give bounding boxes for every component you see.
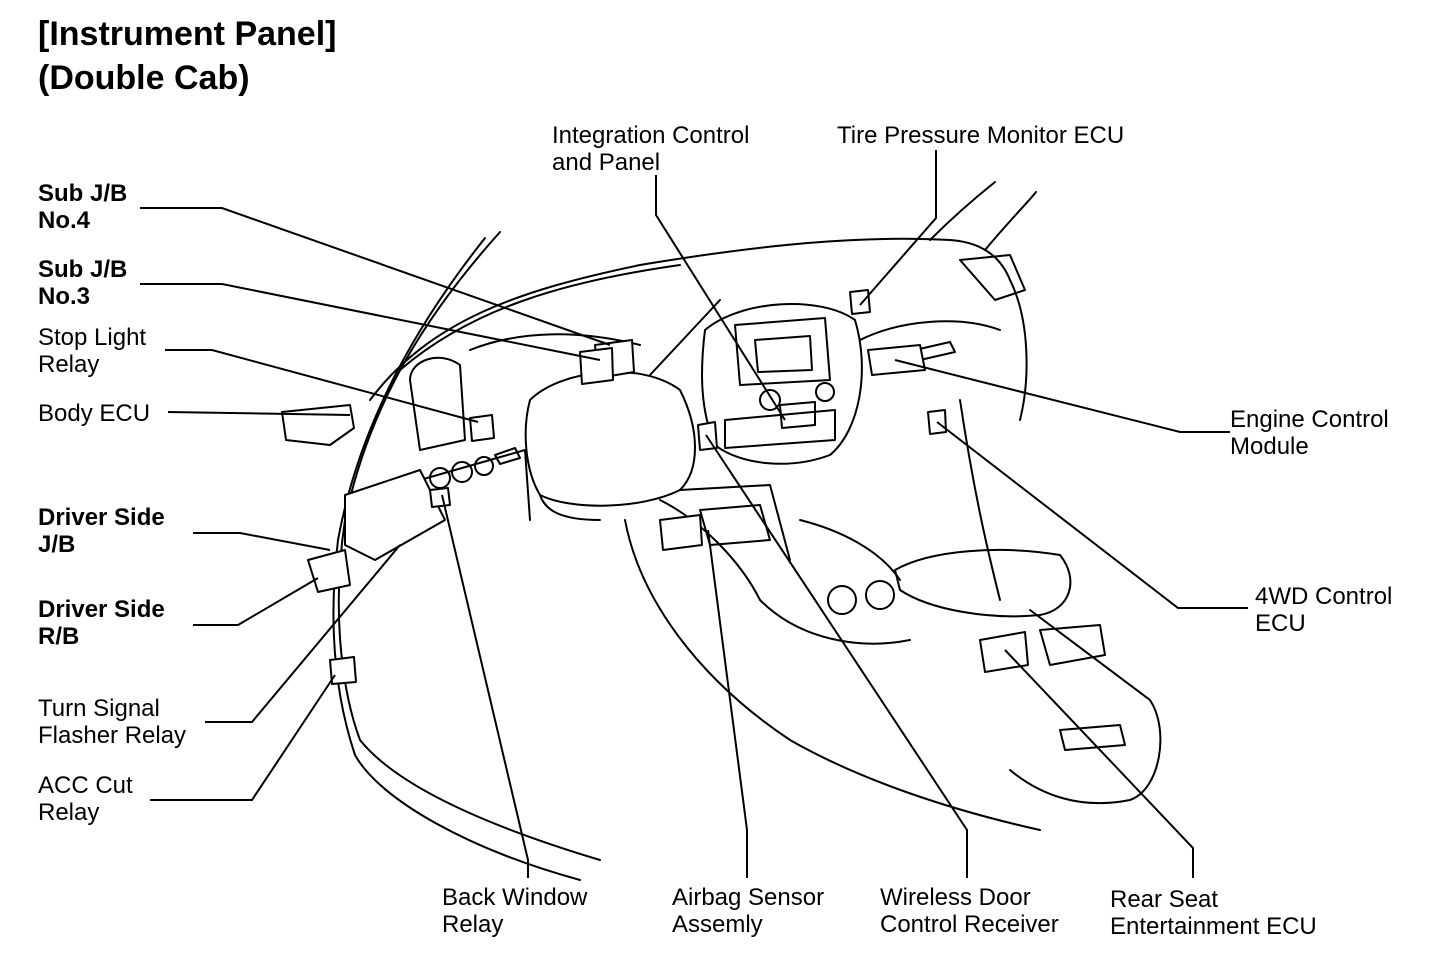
body-ecu-part: [281, 404, 355, 446]
leader-body-ecu: [167, 411, 351, 416]
driver-side-rb-part: [307, 549, 351, 593]
label-body-ecu: Body ECU: [38, 400, 151, 427]
driver-side-jb-part: [344, 469, 446, 561]
leader-driver-side-rb: [193, 577, 319, 626]
leader-wireless: [705, 434, 968, 878]
leader-integration: [655, 175, 786, 421]
sub-jb-no3-part: [579, 347, 614, 385]
steering-wheel: [524, 299, 721, 521]
dashboard-outline: [369, 181, 1037, 421]
component-parts: [281, 289, 1029, 685]
floor-console: [624, 399, 1162, 831]
leader-4wd: [936, 421, 1248, 609]
leader-tire-pressure: [859, 150, 937, 306]
a-pillar-outline: [332, 231, 601, 881]
stop-light-relay-part: [469, 414, 495, 442]
leader-driver-side-jb: [193, 532, 331, 551]
leader-turn-signal: [205, 544, 401, 723]
instrument-cluster: [409, 333, 641, 521]
leader-sub-jb-no4: [140, 207, 611, 346]
center-stack: [701, 302, 863, 465]
leader-airbag: [707, 529, 748, 878]
leader-rear-seat: [1004, 649, 1194, 878]
leader-lines: [140, 150, 1248, 878]
leader-back-window: [441, 494, 529, 878]
leader-stop-light-relay: [165, 349, 479, 423]
back-window-relay-part: [429, 487, 451, 508]
airbag-sensor-part: [659, 514, 703, 551]
leader-sub-jb-no3: [140, 283, 601, 361]
leader-acc-cut: [150, 674, 336, 801]
label-tire-pressure-monitor-ecu: Tire Pressure Monitor ECU: [837, 122, 1125, 149]
page-subtitle: (Double Cab): [38, 59, 250, 97]
acc-cut-relay-part: [329, 656, 357, 685]
page-title: [Instrument Panel]: [38, 15, 337, 53]
leader-engine-control: [894, 359, 1230, 433]
tire-pressure-ecu-part: [849, 289, 871, 315]
